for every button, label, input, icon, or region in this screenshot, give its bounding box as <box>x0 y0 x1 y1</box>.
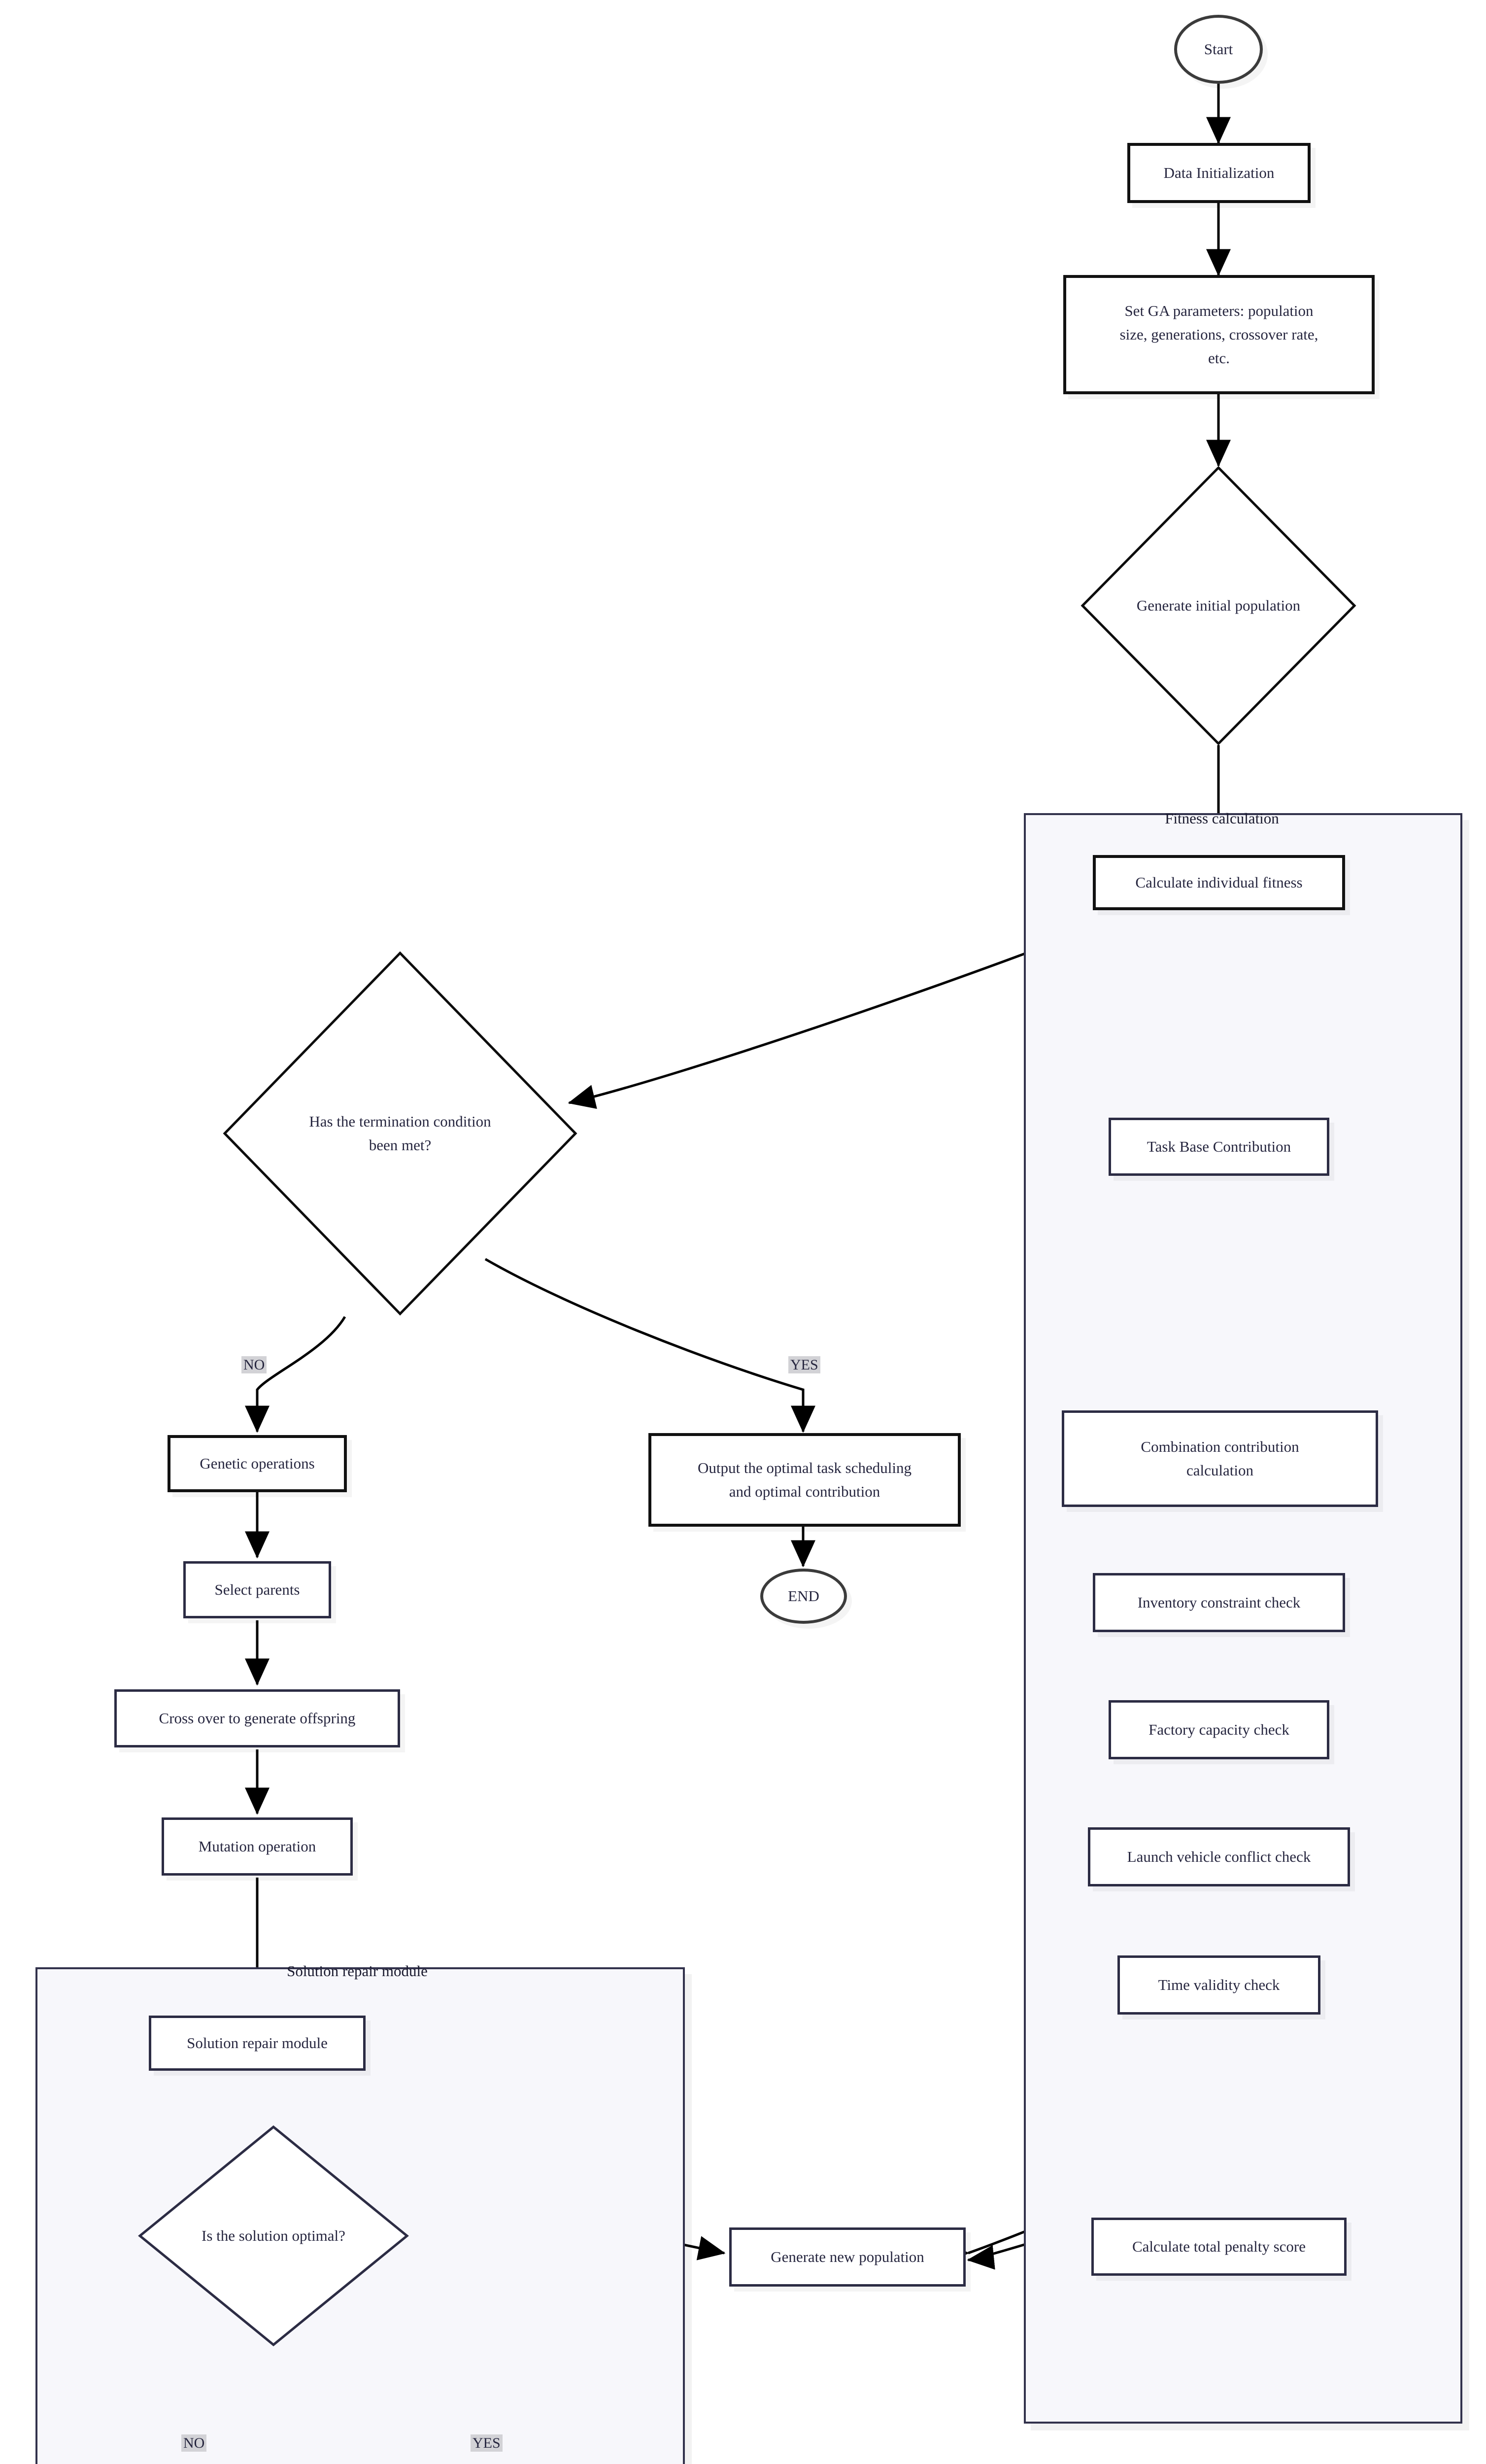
node-data-initialization[interactable]: Data Initialization <box>1127 143 1311 203</box>
node-set-ga-parameters-label: Set GA parameters: population size, gene… <box>1119 302 1318 367</box>
edge-label-termination-yes: YES <box>788 1356 820 1373</box>
node-generate-new-population-label: Generate new population <box>771 2248 924 2265</box>
node-launch-vehicle-conflict-check-label: Launch vehicle conflict check <box>1127 1848 1311 1865</box>
node-factory-capacity-check-label: Factory capacity check <box>1148 1720 1289 1738</box>
node-output-optimal-label: Output the optimal task scheduling and o… <box>698 1459 912 1500</box>
node-genetic-operations[interactable]: Genetic operations <box>168 1435 347 1492</box>
node-cross-over[interactable]: Cross over to generate offspring <box>114 1689 400 1747</box>
node-termination-condition-label: Has the termination condition been met? <box>309 1112 491 1154</box>
node-mutation-operation-label: Mutation operation <box>198 1837 316 1855</box>
node-time-validity-check[interactable]: Time validity check <box>1117 1955 1320 2015</box>
node-set-ga-parameters[interactable]: Set GA parameters: population size, gene… <box>1063 275 1375 394</box>
node-generate-initial-population-label: Generate initial population <box>1136 596 1301 614</box>
node-launch-vehicle-conflict-check[interactable]: Launch vehicle conflict check <box>1088 1827 1350 1886</box>
node-mutation-operation[interactable]: Mutation operation <box>162 1817 353 1876</box>
node-solution-repair-module[interactable]: Solution repair module <box>149 2016 366 2071</box>
node-calculate-total-penalty-score-label: Calculate total penalty score <box>1132 2237 1306 2255</box>
node-solution-repair-module-label: Solution repair module <box>187 2034 328 2052</box>
node-combination-contribution-calculation[interactable]: Combination contribution calculation <box>1062 1410 1378 1507</box>
node-is-solution-optimal-label: Is the solution optimal? <box>202 2226 345 2244</box>
node-task-base-contribution[interactable]: Task Base Contribution <box>1109 1118 1329 1176</box>
node-select-parents[interactable]: Select parents <box>183 1561 331 1618</box>
group-label-fitness-calculation: Fitness calculation <box>1165 810 1279 827</box>
node-task-base-contribution-label: Task Base Contribution <box>1147 1137 1291 1155</box>
node-end-label: END <box>788 1587 819 1605</box>
node-start-label: Start <box>1204 40 1233 58</box>
edge-label-termination-no: NO <box>241 1356 267 1373</box>
node-inventory-constraint-check-label: Inventory constraint check <box>1137 1593 1301 1611</box>
node-factory-capacity-check[interactable]: Factory capacity check <box>1109 1700 1329 1759</box>
node-calculate-individual-fitness[interactable]: Calculate individual fitness <box>1093 855 1345 910</box>
node-cross-over-label: Cross over to generate offspring <box>159 1709 356 1727</box>
node-end[interactable]: END <box>760 1569 847 1624</box>
node-is-solution-optimal[interactable]: Is the solution optimal? <box>138 2125 409 2347</box>
node-time-validity-check-label: Time validity check <box>1158 1976 1280 1993</box>
group-label-solution-repair-module: Solution repair module <box>287 1962 428 1980</box>
node-select-parents-label: Select parents <box>214 1580 300 1598</box>
node-termination-condition[interactable]: Has the termination condition been met? <box>223 951 577 1316</box>
node-generate-initial-population[interactable]: Generate initial population <box>1081 466 1356 746</box>
node-genetic-operations-label: Genetic operations <box>200 1454 315 1472</box>
node-combination-contribution-calculation-label: Combination contribution calculation <box>1141 1437 1299 1479</box>
edge-label-repair-yes: YES <box>471 2434 503 2452</box>
node-generate-new-population[interactable]: Generate new population <box>729 2227 966 2287</box>
node-calculate-individual-fitness-label: Calculate individual fitness <box>1135 873 1303 891</box>
node-inventory-constraint-check[interactable]: Inventory constraint check <box>1093 1573 1345 1632</box>
node-data-initialization-label: Data Initialization <box>1163 164 1275 181</box>
edge-label-repair-no: NO <box>181 2434 207 2452</box>
node-calculate-total-penalty-score[interactable]: Calculate total penalty score <box>1091 2218 1347 2276</box>
node-start[interactable]: Start <box>1174 15 1263 84</box>
node-output-optimal[interactable]: Output the optimal task scheduling and o… <box>648 1433 961 1527</box>
